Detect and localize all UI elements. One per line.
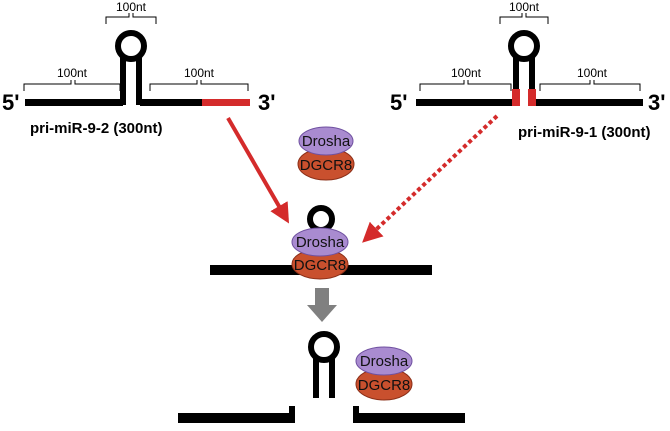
pre-mirna-stem-1	[313, 357, 319, 398]
processing-arrow-head	[307, 305, 337, 322]
left-flank-5prime	[25, 99, 123, 106]
right-hairpin-loop	[508, 30, 540, 62]
left-flank-highlight	[202, 99, 250, 106]
right-loop-brace	[499, 13, 549, 24]
arrow-from-pri-mir-9-2	[226, 116, 290, 224]
right-flank-3prime	[536, 99, 643, 106]
left-flank-3prime	[140, 99, 202, 106]
drosha-label-bound: Drosha	[296, 234, 345, 251]
bound-hairpin-loop	[307, 205, 335, 233]
drosha-ellipse-free	[298, 126, 354, 156]
right-3prime-label: 3'	[648, 90, 665, 115]
processing-arrow	[307, 288, 337, 322]
left-hairpin-loop	[115, 30, 147, 62]
arrow-from-pri-mir-9-1	[362, 114, 499, 243]
right-construct-name: pri-miR-9-1 (300nt)	[518, 124, 651, 141]
pri-mir-9-1-construct: 100nt 100nt 100nt 5' 3' pri-miR-9-1 (300…	[390, 0, 665, 141]
pre-mirna-loop	[308, 331, 340, 363]
left-3prime-label: 3'	[258, 90, 275, 115]
right-stem-strand-2	[529, 56, 535, 105]
right-5prime-label: 5'	[390, 90, 407, 115]
dgcr8-label-released: DGCR8	[358, 377, 411, 394]
left-stem-strand-1	[120, 56, 126, 105]
right-5prime-flank-length: 100nt	[451, 66, 482, 80]
pre-mirna-stem-2	[329, 357, 335, 398]
drosha-label-free: Drosha	[302, 133, 351, 150]
microprocessor-bound-complex: Drosha DGCR8	[210, 205, 432, 280]
left-5prime-brace	[23, 80, 121, 91]
right-flank-5prime	[416, 99, 512, 106]
right-stem-strand-1	[513, 56, 519, 105]
right-5prime-brace	[419, 80, 512, 91]
dgcr8-label-bound: DGCR8	[294, 257, 347, 274]
left-loop-brace	[105, 13, 157, 24]
right-3prime-brace	[539, 80, 641, 91]
processing-arrow-shaft	[315, 288, 329, 306]
drosha-ellipse-bound	[291, 227, 349, 257]
drosha-label-released: Drosha	[360, 353, 409, 370]
left-stem-strand-2	[136, 56, 142, 105]
left-3prime-brace	[149, 80, 249, 91]
left-5prime-label: 5'	[2, 90, 19, 115]
left-3prime-flank-length: 100nt	[184, 66, 215, 80]
right-3prime-flank-length: 100nt	[577, 66, 608, 80]
left-construct-name: pri-miR-9-2 (300nt)	[30, 120, 163, 137]
pri-mir-9-2-construct: 100nt 100nt 100nt 5' 3' pri-miR-9-2 (300…	[2, 0, 275, 137]
left-loop-length: 100nt	[116, 0, 147, 14]
left-flank-product	[178, 406, 295, 423]
microprocessor-complex-free: Drosha DGCR8	[297, 126, 355, 181]
right-flank-product	[353, 406, 465, 423]
dgcr8-label-free: DGCR8	[300, 157, 353, 174]
left-5prime-flank-length: 100nt	[57, 66, 88, 80]
right-loop-length: 100nt	[509, 0, 540, 14]
right-stem-highlight-1	[512, 89, 520, 106]
right-stem-highlight-2	[528, 89, 536, 106]
drosha-ellipse-released	[355, 346, 413, 376]
cleavage-products: Drosha DGCR8	[178, 331, 465, 423]
